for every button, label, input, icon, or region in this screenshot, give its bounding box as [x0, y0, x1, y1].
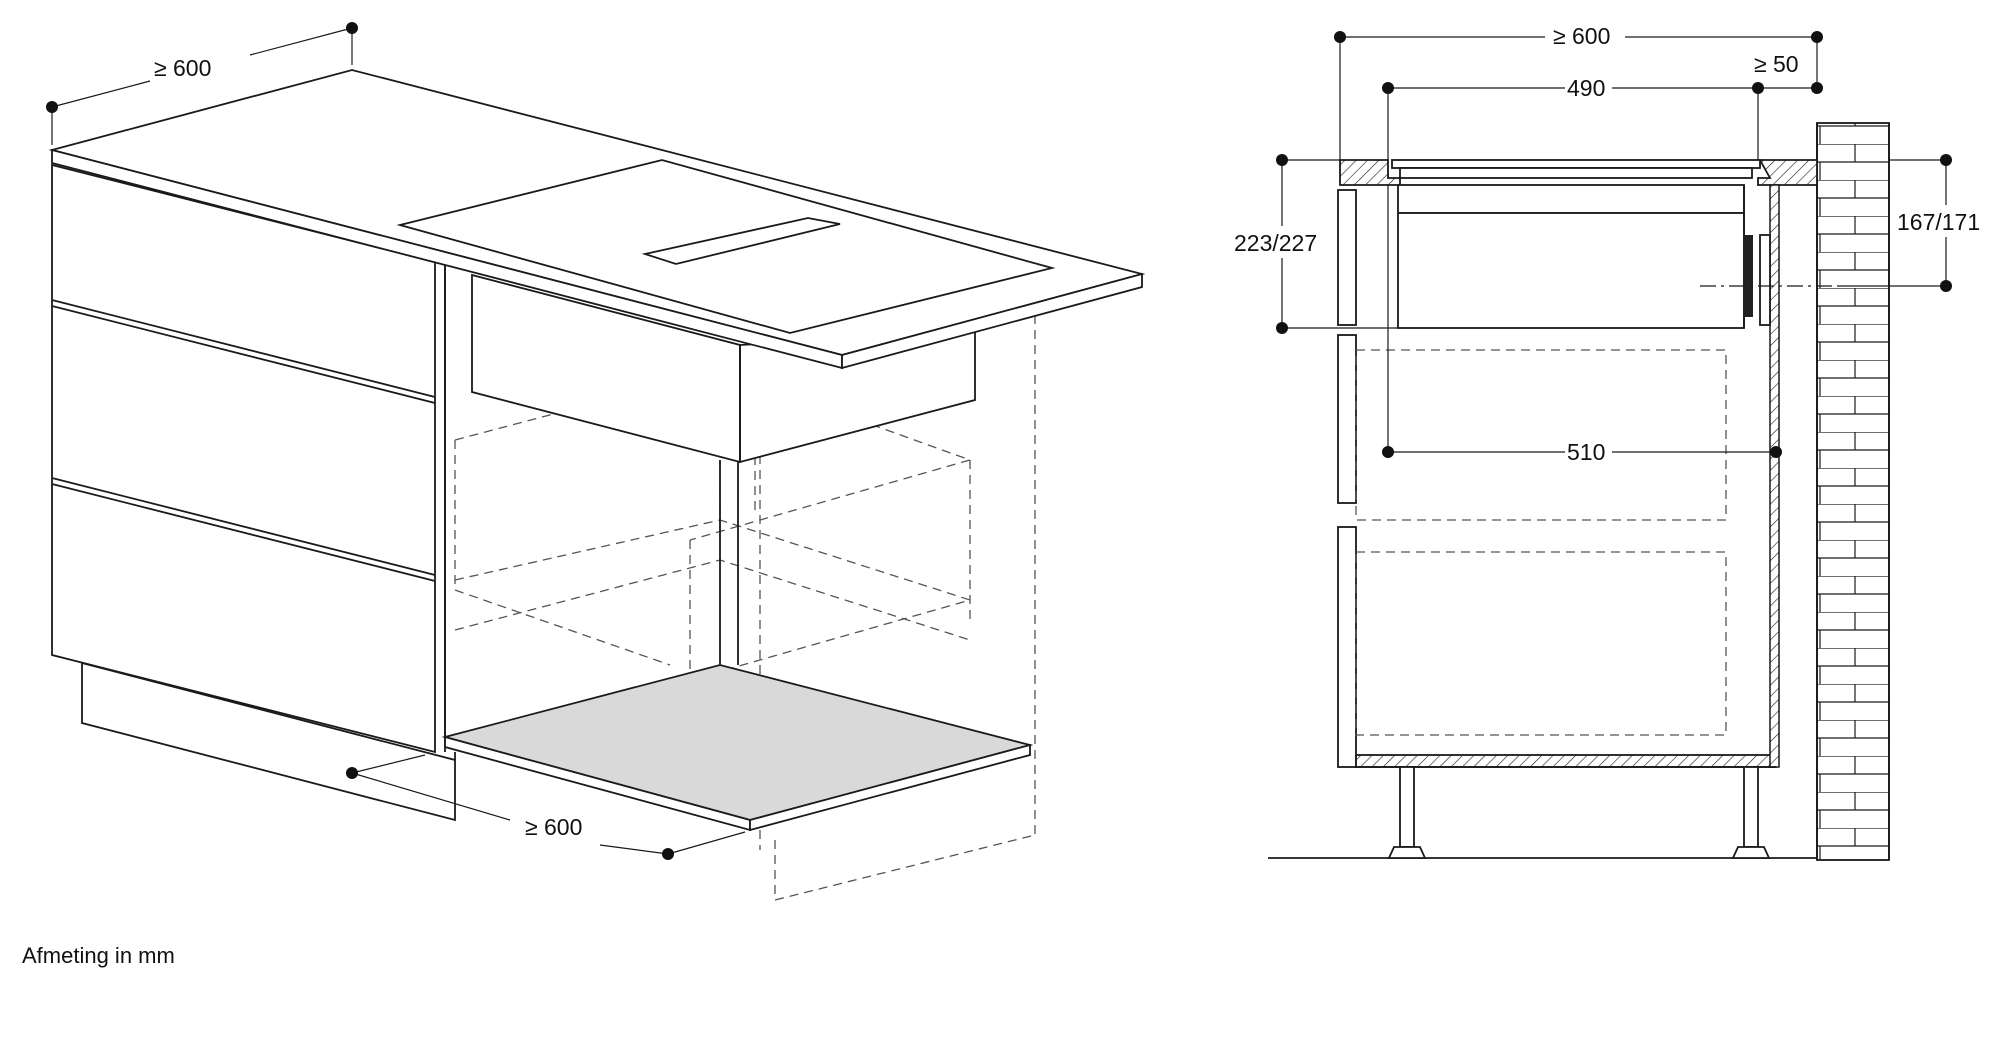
side-panel: [444, 265, 739, 745]
label-depth-600: ≥ 600: [525, 814, 582, 840]
dimension-appliance-width: 490: [1382, 75, 1764, 160]
dimension-axis-height: 167/171: [1840, 154, 1980, 292]
label-height-223-227: 223/227: [1234, 230, 1317, 256]
worktop-section: [1339, 159, 1818, 329]
dimension-wall-gap: ≥ 50: [1754, 51, 1823, 94]
dimension-depth-510: 510: [1382, 185, 1782, 465]
dimension-height: 223/227: [1234, 154, 1398, 334]
dimension-min-width: ≥ 600: [1334, 23, 1823, 160]
perspective-view: ≥ 600 ≥ 600: [46, 22, 1146, 901]
label-axis-height-167-171: 167/171: [1897, 209, 1980, 235]
base-plate: [441, 664, 1034, 832]
label-width-600: ≥ 600: [154, 55, 211, 81]
label-depth-510: 510: [1567, 439, 1605, 465]
brick-wall: [1816, 122, 1890, 861]
fan-connector: [1700, 234, 1840, 326]
cabinet: [1337, 184, 1780, 859]
drawer-column: [51, 163, 456, 822]
worktop: [48, 69, 1146, 370]
section-view: ≥ 600 ≥ 50 490 223/227: [1234, 23, 1980, 861]
dimension-depth-perspective: ≥ 600: [346, 754, 746, 860]
units-caption: Afmeting in mm: [22, 943, 175, 968]
label-wall-gap-50: ≥ 50: [1754, 51, 1799, 77]
dimension-width-perspective: ≥ 600: [46, 22, 358, 145]
appliance-box: [471, 273, 976, 464]
label-min-width-600: ≥ 600: [1553, 23, 1610, 49]
label-appliance-width-490: 490: [1567, 75, 1605, 101]
